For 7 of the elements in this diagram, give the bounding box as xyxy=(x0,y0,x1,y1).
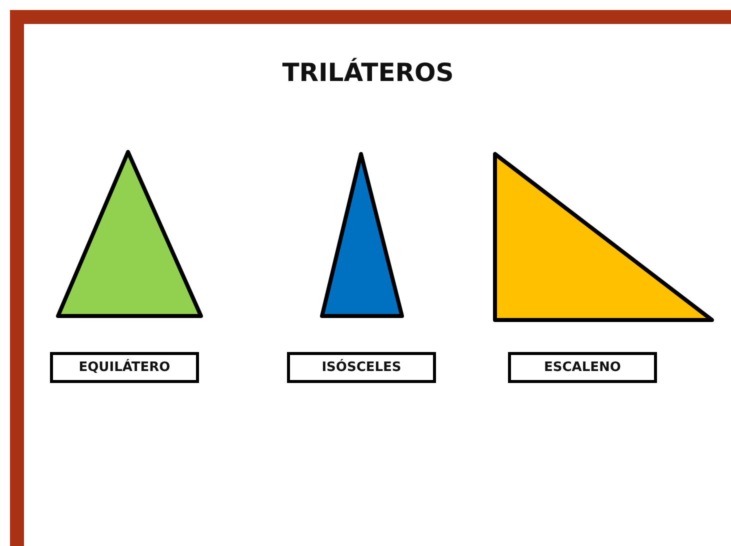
equilateral-triangle xyxy=(56,150,203,318)
name-label: ISÓSCELES xyxy=(287,352,436,383)
isosceles-triangle xyxy=(320,152,404,318)
title: TRILÁTEROS xyxy=(281,58,455,87)
name-label: EQUILÁTERO xyxy=(50,352,199,383)
name-label: ESCALENO xyxy=(508,352,657,383)
scalene-triangle xyxy=(493,152,714,322)
